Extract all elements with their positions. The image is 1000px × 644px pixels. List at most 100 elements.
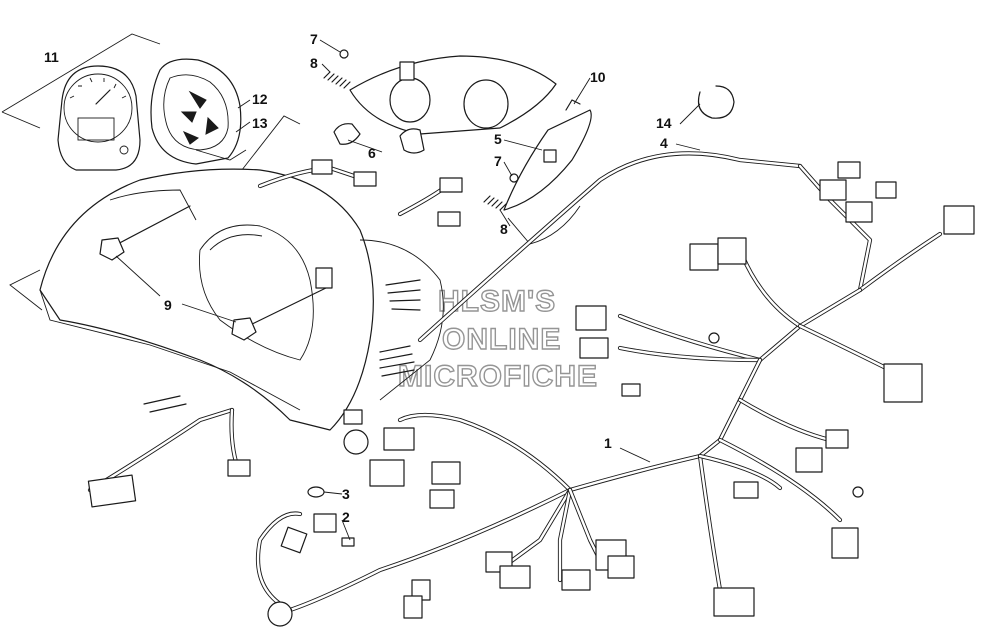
callout-11: 11	[44, 49, 59, 65]
harness-main	[255, 357, 864, 627]
pod-grille-upper	[385, 279, 421, 311]
bracket-line	[1, 111, 41, 129]
harness-upper-branch-4-core	[738, 248, 802, 328]
leader-7-mid	[503, 161, 513, 177]
main-connector-round	[343, 429, 369, 455]
callout-4: 4	[660, 135, 668, 151]
nut-lower	[509, 173, 519, 183]
leader-lines	[115, 39, 701, 541]
bolt-head-lower	[231, 317, 257, 341]
harness-upper-branch-2-core	[858, 232, 942, 292]
callout-1: 1	[604, 435, 612, 451]
leader-8-mid	[499, 209, 511, 227]
main-connector-small	[403, 595, 423, 619]
pod-headlight-opening	[199, 224, 314, 361]
ground-terminal	[852, 486, 864, 498]
harness-connector	[875, 181, 897, 199]
callout-10: 10	[590, 69, 606, 85]
speedometer-dial	[63, 73, 133, 143]
leader-8-top	[321, 63, 331, 73]
leader-5	[503, 139, 543, 151]
main-connector	[343, 409, 363, 425]
leader-13	[235, 121, 251, 133]
harness-left-connector-small	[227, 459, 251, 477]
main-connector	[369, 459, 405, 487]
callout-2: 2	[342, 509, 350, 525]
main-connector	[499, 565, 531, 589]
headlight-bulb-right	[399, 128, 425, 154]
harness-upper-branch-5-core	[798, 324, 892, 372]
main-connector	[431, 461, 461, 485]
callout-7-top: 7	[310, 31, 318, 47]
speedometer-knob	[119, 145, 129, 155]
pod-grille-lower	[379, 345, 415, 377]
harness-main-trunk	[567, 357, 763, 493]
harness-main-branch-7-core	[698, 454, 782, 490]
harness-main-loop	[255, 511, 303, 613]
spring-upper	[323, 71, 351, 89]
bracket-line	[1, 33, 161, 113]
leader-1	[619, 447, 651, 463]
harness-main-branch-1	[397, 412, 573, 493]
watermark: HLSM'S ONLINE MICROFICHE	[397, 284, 597, 393]
callout-8-mid: 8	[500, 221, 508, 237]
pod-side-fin	[9, 269, 43, 311]
spring-lower	[483, 195, 507, 211]
pod-lower-edge	[39, 289, 301, 411]
harness-main-trunk-core	[568, 358, 762, 492]
harness-connector	[845, 201, 873, 223]
speedometer-needle	[95, 89, 111, 105]
harness-left-connector	[87, 474, 137, 508]
leader-7-top	[319, 39, 341, 53]
leader-4	[675, 143, 701, 151]
callout-7-mid: 7	[494, 153, 502, 169]
main-connector	[280, 526, 308, 554]
pod-connector-2	[353, 171, 377, 187]
pod-ridge	[109, 189, 197, 221]
gauge-housing-vents	[180, 90, 219, 145]
instrument-pod	[9, 168, 444, 431]
harness-left-leads	[143, 395, 187, 413]
harness-upper-branch-7-core	[618, 346, 762, 362]
callout-14: 14	[656, 115, 672, 131]
pod-connector-4	[437, 211, 461, 227]
ground-terminal	[708, 332, 720, 344]
harness-main-loop-core	[256, 512, 302, 612]
harness-upper-branch-4	[737, 247, 803, 329]
main-connector	[383, 427, 415, 451]
leader-14	[679, 103, 701, 125]
callout-5: 5	[494, 131, 502, 147]
pod-opening-inner	[209, 234, 263, 251]
callout-labels: 1 2 3 4 5 6 7 7 8 8 9 10 11 12 13 14	[44, 31, 672, 525]
main-connector	[831, 527, 859, 559]
main-connector	[429, 489, 455, 509]
callout-6: 6	[368, 145, 376, 161]
harness-connector-large	[943, 205, 975, 235]
main-connector	[713, 587, 755, 617]
leader-3	[323, 491, 343, 495]
main-connector	[795, 447, 823, 473]
headlight-lamp-left	[389, 77, 431, 123]
headlight-bulb-left	[333, 123, 361, 145]
leader-2	[341, 519, 351, 541]
watermark-line-1: HLSM'S	[438, 285, 556, 318]
headlight-mount-tab	[399, 61, 415, 81]
main-connector	[733, 481, 759, 499]
harness-connector-small	[621, 383, 641, 397]
headlight-assembly	[333, 55, 592, 245]
harness-connector	[575, 305, 607, 331]
headlight-lens-lip	[507, 205, 581, 245]
main-connector	[561, 569, 591, 591]
headlight-housing	[349, 55, 557, 135]
main-connector-round	[267, 601, 293, 627]
callout-3: 3	[342, 486, 350, 502]
harness-main-branch-6-core	[698, 454, 722, 592]
harness-connector-double	[717, 237, 747, 265]
callout-13: 13	[252, 115, 268, 131]
bolt-nut	[315, 267, 333, 289]
leader-12	[237, 99, 251, 109]
headlight-bracket	[565, 99, 581, 111]
speedometer-lcd	[77, 117, 115, 141]
bolt-head-upper	[99, 237, 125, 261]
